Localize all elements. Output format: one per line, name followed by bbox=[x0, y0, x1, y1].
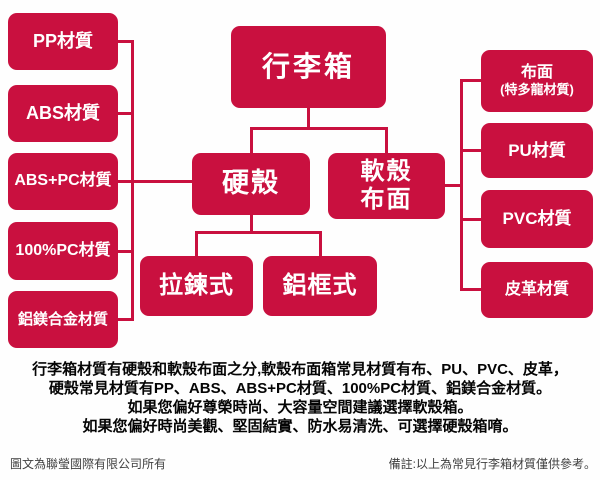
connector-line bbox=[118, 250, 131, 253]
node-soft-shell-line1: 軟殼 bbox=[360, 158, 413, 186]
node-fabric-polyester-material: 布面 (特多龍材質) bbox=[481, 50, 593, 112]
node-hard-shell: 硬殼 bbox=[192, 153, 310, 215]
connector-line bbox=[307, 108, 310, 129]
connector-line bbox=[463, 79, 481, 82]
connector-line bbox=[118, 180, 192, 183]
node-pvc-material: PVC材質 bbox=[481, 190, 593, 248]
node-fabric-line2: (特多龍材質) bbox=[500, 81, 574, 97]
node-al-mg-alloy-material: 鋁鎂合金材質 bbox=[8, 291, 118, 348]
node-pu-material: PU材質 bbox=[481, 123, 593, 178]
connector-line bbox=[463, 218, 481, 221]
connector-line bbox=[250, 215, 253, 234]
connector-line bbox=[463, 149, 481, 152]
connector-line bbox=[118, 112, 131, 115]
connector-line bbox=[250, 127, 253, 153]
node-pp-material: PP材質 bbox=[8, 13, 118, 70]
connector-line bbox=[118, 40, 131, 43]
node-soft-shell-line2: 布面 bbox=[360, 186, 413, 213]
node-aluminum-frame-type: 鋁框式 bbox=[263, 256, 377, 316]
node-abs-material: ABS材質 bbox=[8, 85, 118, 142]
disclaimer-note: 備註:以上為常見行李箱材質僅供參考。 bbox=[388, 457, 596, 471]
node-100pc-material: 100%PC材質 bbox=[8, 222, 118, 280]
connector-line bbox=[118, 318, 131, 321]
description-paragraph: 行李箱材質有硬殼和軟殼布面之分,軟殼布面箱常見材質有布、PU、PVC、皮革， 硬… bbox=[0, 360, 600, 436]
description-line: 如果您偏好時尚美觀、堅固結實、防水易清洗、可選擇硬殼箱唷。 bbox=[82, 418, 518, 435]
node-soft-shell-fabric: 軟殼 布面 bbox=[328, 153, 445, 219]
description-line: 行李箱材質有硬殼和軟殼布面之分,軟殼布面箱常見材質有布、PU、PVC、皮革， bbox=[32, 361, 568, 378]
connector-line bbox=[460, 79, 463, 291]
connector-line bbox=[463, 288, 481, 291]
node-fabric-line1: 布面 bbox=[520, 64, 553, 82]
node-abs-pc-material: ABS+PC材質 bbox=[8, 153, 118, 210]
node-luggage: 行李箱 bbox=[231, 26, 386, 108]
description-line: 如果您偏好尊榮時尚、大容量空間建議選擇軟殼箱。 bbox=[127, 399, 473, 416]
connector-line bbox=[385, 127, 388, 153]
connector-line bbox=[250, 127, 388, 130]
node-zipper-type: 拉鍊式 bbox=[140, 256, 253, 316]
description-line: 硬殼常見材質有PP、ABS、ABS+PC材質、100%PC材質、鋁鎂合金材質。 bbox=[48, 380, 552, 397]
connector-line bbox=[445, 184, 462, 187]
connector-line bbox=[319, 231, 322, 256]
connector-line bbox=[195, 231, 322, 234]
connector-line bbox=[195, 231, 198, 256]
copyright-note: 圖文為聯瑩國際有限公司所有 bbox=[10, 457, 167, 471]
node-leather-material: 皮革材質 bbox=[481, 262, 593, 318]
